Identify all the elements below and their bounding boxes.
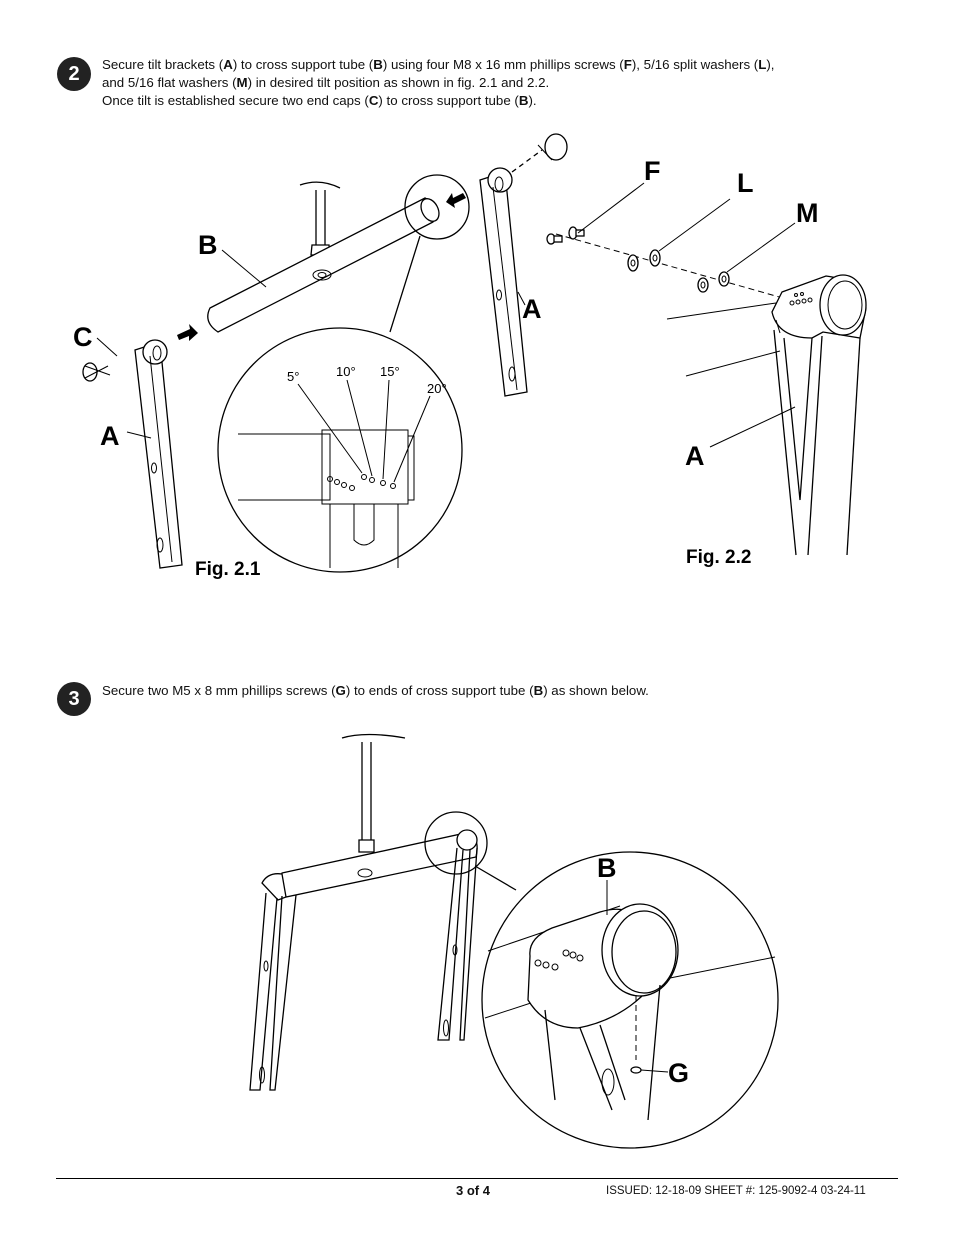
step-3-badge: 3 (57, 682, 91, 716)
fig-2-1-caption: Fig. 2.1 (195, 559, 261, 580)
step-2-badge: 2 (57, 57, 91, 91)
angle-5-label: 5° (287, 369, 299, 384)
issue-sheet-info: ISSUED: 12-18-09 SHEET #: 125-9092-4 03-… (606, 1185, 866, 1197)
step-3-number: 3 (68, 687, 80, 710)
fig3-label-g: G (668, 1058, 689, 1088)
fig22-label-l: L (737, 168, 754, 198)
page-number: 3 of 4 (456, 1183, 490, 1198)
fig22-label-a: A (685, 441, 705, 471)
step-2-line-3: Once tilt is established secure two end … (102, 93, 537, 108)
step-2-line-2: and 5/16 flat washers (M) in desired til… (102, 75, 550, 90)
fig22-label-m: M (796, 198, 819, 228)
fig21-label-a-right: A (522, 294, 542, 324)
fig21-label-c: C (73, 322, 93, 352)
step-2-instructions: Secure tilt brackets (A) to cross suppor… (102, 56, 902, 110)
step-3-instructions: Secure two M5 x 8 mm phillips screws (G)… (102, 682, 902, 700)
footer-divider (56, 1178, 898, 1179)
fig3-label-b: B (597, 853, 617, 883)
fig21-label-a-left: A (100, 421, 120, 451)
fig-2-2-drawing (546, 182, 867, 556)
angle-10-label: 10° (336, 364, 356, 379)
angle-20-label: 20° (427, 381, 447, 396)
step-3-drawing (249, 733, 779, 1149)
fig-2-1-drawing (82, 133, 568, 573)
step-3-line-1: Secure two M5 x 8 mm phillips screws (G)… (102, 683, 649, 698)
fig-2-2-caption: Fig. 2.2 (686, 547, 751, 568)
fig21-label-b: B (198, 230, 218, 260)
step-2-line-1: Secure tilt brackets (A) to cross suppor… (102, 57, 775, 72)
fig22-label-f: F (644, 156, 661, 186)
angle-15-label: 15° (380, 364, 400, 379)
step-2-number: 2 (68, 62, 80, 85)
